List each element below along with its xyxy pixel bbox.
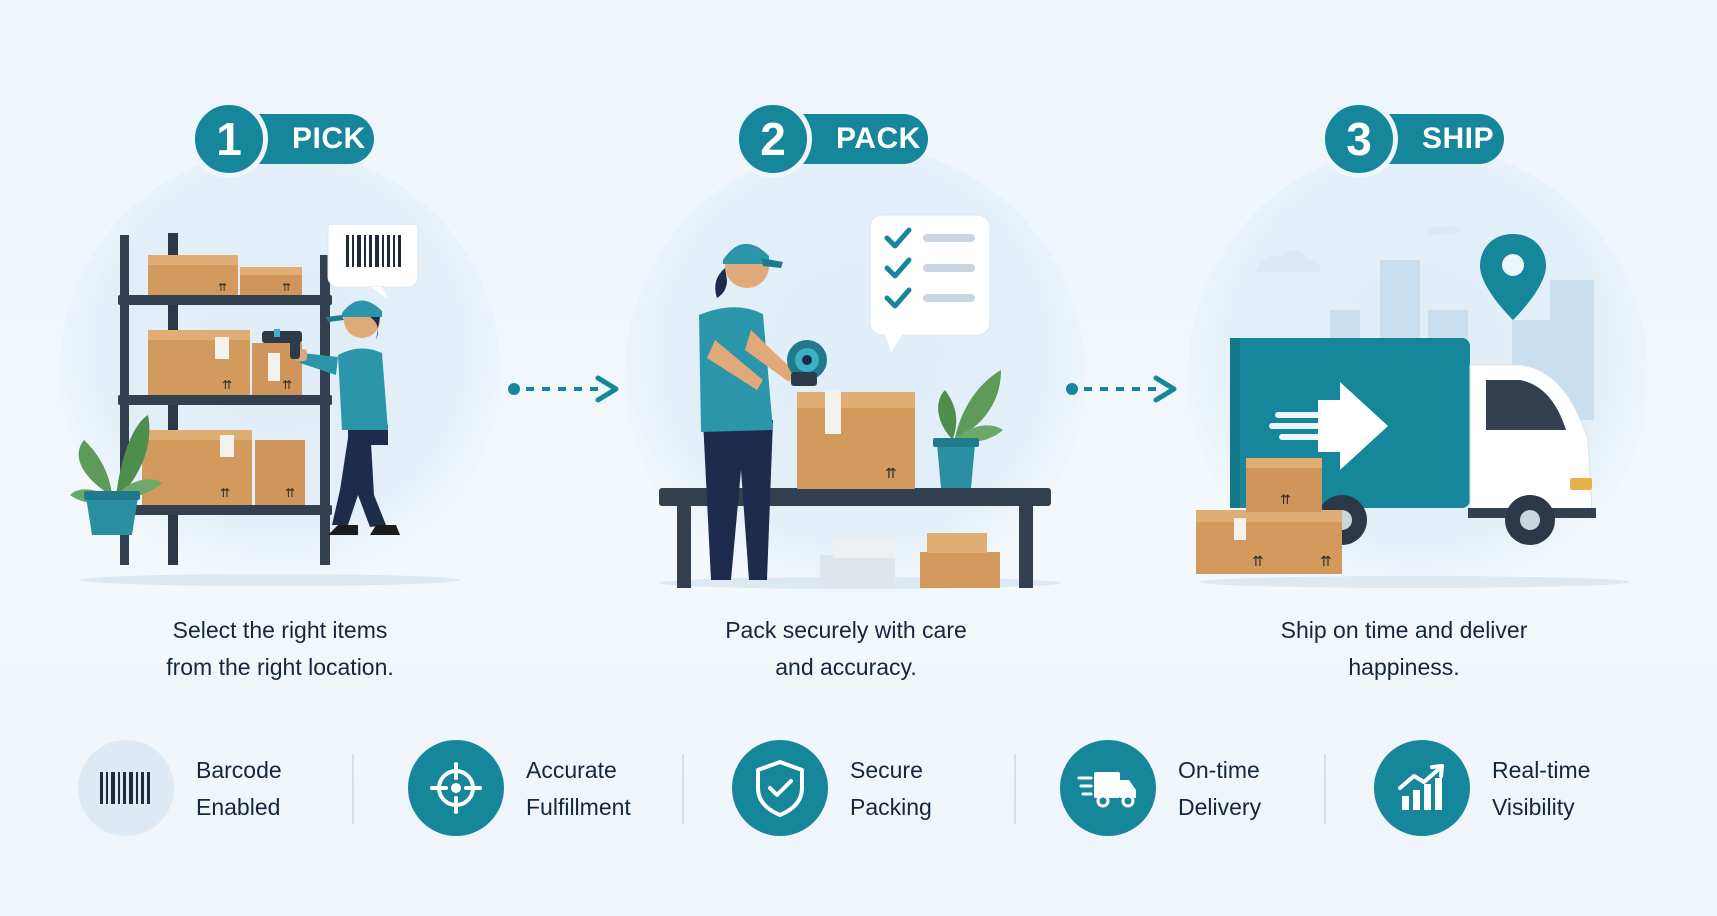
target-icon — [408, 740, 504, 836]
feature-label-line: Packing — [850, 794, 932, 820]
pack-caption: Pack securely with care and accuracy. — [626, 612, 1066, 686]
feature-accurate-fulfillment: Accurate Fulfillment — [408, 740, 708, 836]
pack-illustration: ⇈ — [659, 214, 1060, 589]
pick-caption: Select the right items from the right lo… — [60, 612, 500, 686]
feature-on-time-delivery: On-time Delivery — [1060, 740, 1360, 836]
package-box: ⇈ — [797, 390, 915, 489]
step-number: 2 — [734, 100, 812, 178]
potted-plant — [933, 370, 1003, 488]
feature-label-line: Secure — [850, 757, 923, 783]
fast-truck-icon — [1060, 740, 1156, 836]
feature-label-line: Accurate — [526, 757, 617, 783]
location-pin — [1480, 234, 1546, 320]
feature-divider — [352, 754, 354, 824]
boxes-top: ⇈ ⇈ — [148, 255, 302, 295]
potted-plant — [70, 415, 162, 535]
feature-label-line: Barcode — [196, 757, 282, 783]
ship-illustration: ⇈ ⇈ ⇈ — [1196, 224, 1630, 588]
shield-check-icon — [732, 740, 828, 836]
caption-line: Ship on time and deliver — [1280, 617, 1528, 643]
feature-label-line: Fulfillment — [526, 794, 631, 820]
svg-text:⇈: ⇈ — [1280, 493, 1291, 508]
barcode-icon — [78, 740, 174, 836]
caption-line: and accuracy. — [775, 654, 917, 680]
svg-text:⇈: ⇈ — [282, 378, 292, 392]
under-table-stock — [820, 533, 1000, 588]
boxes-bottom: ⇈ ⇈ — [142, 430, 305, 505]
feature-label-line: Real-time — [1492, 757, 1591, 783]
feature-secure-packing: Secure Packing — [732, 740, 1032, 836]
feature-label: On-time Delivery — [1178, 752, 1358, 826]
ship-boxes: ⇈ ⇈ ⇈ — [1196, 458, 1342, 574]
warehouse-shelf — [118, 233, 332, 565]
flow-arrow-pack-to-ship — [1066, 375, 1177, 403]
svg-text:⇈: ⇈ — [285, 486, 295, 500]
feature-label: Real-time Visibility — [1492, 752, 1672, 826]
caption-line: Pack securely with care — [725, 617, 967, 643]
packing-worker — [699, 243, 827, 580]
caption-line: Select the right items — [172, 617, 388, 643]
growth-chart-icon — [1374, 740, 1470, 836]
step-number: 3 — [1320, 100, 1398, 178]
pick-illustration: ⇈ ⇈ ⇈ ⇈ ⇈ ⇈ — [70, 225, 460, 586]
barcode-bubble — [327, 225, 419, 299]
checklist-bubble — [869, 214, 991, 352]
feature-divider — [1324, 754, 1326, 824]
svg-text:⇈: ⇈ — [1320, 554, 1332, 570]
feature-label: Secure Packing — [850, 752, 1030, 826]
svg-text:⇈: ⇈ — [222, 378, 232, 392]
feature-label-line: Enabled — [196, 794, 281, 820]
feature-label: Accurate Fulfillment — [526, 752, 706, 826]
feature-label-line: Visibility — [1492, 794, 1575, 820]
feature-barcode-enabled: Barcode Enabled — [78, 740, 378, 836]
svg-text:⇈: ⇈ — [282, 281, 291, 294]
svg-text:⇈: ⇈ — [1252, 554, 1264, 570]
step-number: 1 — [190, 100, 268, 178]
feature-label-line: On-time — [1178, 757, 1260, 783]
feature-label-line: Delivery — [1178, 794, 1262, 820]
feature-divider — [1014, 754, 1016, 824]
flow-arrow-pick-to-pack — [508, 375, 619, 403]
caption-line: happiness. — [1348, 654, 1460, 680]
svg-text:⇈: ⇈ — [218, 281, 227, 294]
caption-line: from the right location. — [166, 654, 394, 680]
feature-label: Barcode Enabled — [196, 752, 376, 826]
feature-divider — [682, 754, 684, 824]
feature-real-time-visibility: Real-time Visibility — [1374, 740, 1674, 836]
svg-text:⇈: ⇈ — [885, 466, 897, 482]
svg-text:⇈: ⇈ — [220, 486, 230, 500]
boxes-middle: ⇈ ⇈ — [148, 330, 302, 395]
ship-caption: Ship on time and deliver happiness. — [1184, 612, 1624, 686]
picking-worker — [262, 300, 400, 535]
